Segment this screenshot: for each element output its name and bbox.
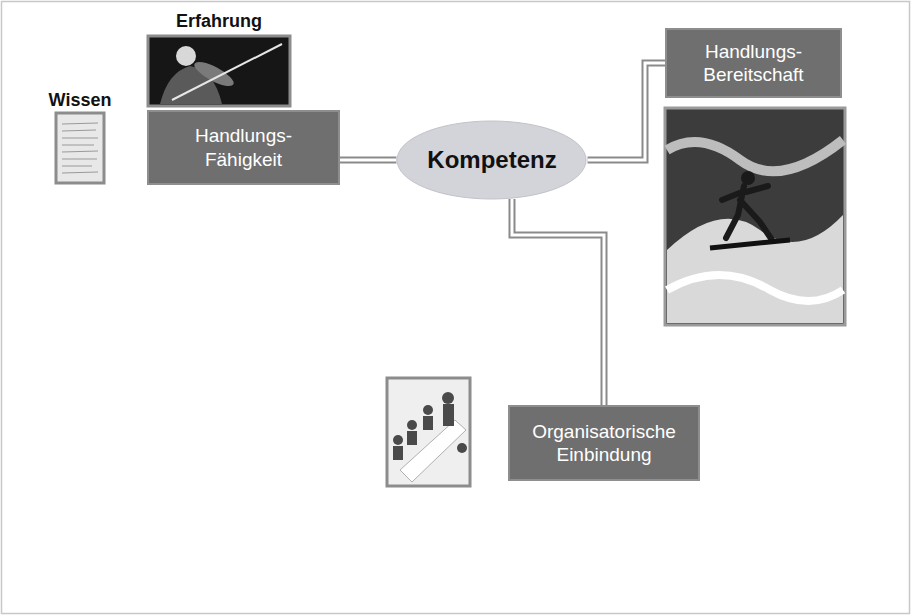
player-head (176, 46, 196, 66)
competence-ellipse: Kompetenz (396, 120, 587, 200)
connector-outline (340, 157, 396, 164)
readiness-box: Handlungs- Bereitschaft (665, 28, 842, 98)
violin (191, 57, 236, 90)
violin-bow (172, 44, 282, 100)
connector-core (588, 63, 665, 160)
wave-foam (667, 215, 843, 323)
photo-frame (387, 378, 470, 486)
double-connector (588, 63, 665, 160)
photo-frame (148, 36, 290, 106)
connector-core (512, 199, 604, 405)
ellipse-shape (397, 121, 586, 199)
surfer-body (722, 186, 772, 240)
wave-spray (667, 275, 843, 301)
photo-frame (665, 108, 845, 325)
meeting-people (393, 392, 467, 460)
node-text: Kompetenz (427, 145, 556, 174)
ability-box: Handlungs- Fähigkeit (147, 110, 340, 185)
double-connector (340, 160, 396, 161)
meeting-photo (387, 378, 470, 486)
node-text: Organisatorische Einbindung (520, 420, 688, 466)
violinist-photo (148, 36, 290, 106)
connector-outline (588, 63, 665, 160)
surfboard (710, 240, 790, 248)
double-connector (512, 199, 604, 405)
surfer-head (741, 171, 755, 185)
connector-outline (512, 199, 604, 405)
integration-box: Organisatorische Einbindung (508, 405, 700, 481)
knowledge-label: Wissen (49, 90, 112, 111)
document-photo (56, 113, 104, 183)
surfer-photo (665, 108, 845, 325)
experience-label: Erfahrung (176, 11, 262, 32)
script-lines (62, 123, 98, 173)
connector-core (340, 159, 396, 162)
node-text: Handlungs- Fähigkeit (169, 124, 319, 170)
photo-frame (56, 113, 104, 183)
wave-crest (667, 140, 843, 171)
node-text: Handlungs- Bereitschaft (679, 40, 829, 86)
